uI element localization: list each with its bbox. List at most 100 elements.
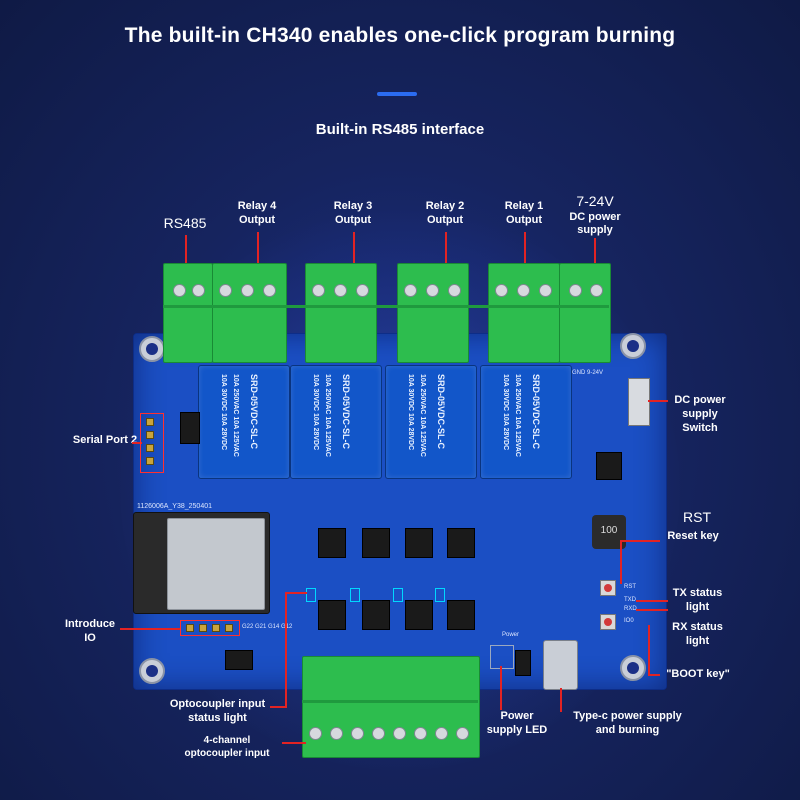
callout-line (620, 540, 622, 584)
accent-bar (377, 92, 417, 96)
terminal-ridge (302, 700, 478, 703)
pin (225, 624, 233, 632)
label-boot-key: "BOOT key" (666, 668, 730, 680)
callout-line (353, 232, 355, 277)
usb-c-port[interactable] (543, 640, 578, 690)
screw-icon (192, 284, 205, 297)
mounting-hole (620, 655, 646, 681)
rs485-chip (180, 412, 200, 444)
label-serial-port: Serial Port 2 (72, 434, 138, 446)
mounting-hole (620, 333, 646, 359)
terminal-relay3 (305, 263, 377, 363)
callout-line (285, 592, 307, 594)
callout-line (270, 706, 287, 708)
silk-io0: IO0 (624, 618, 634, 624)
callout-line (185, 235, 187, 277)
screw-icon (435, 727, 448, 740)
terminal-rs485 (163, 263, 213, 363)
dc-power-switch[interactable] (628, 378, 650, 426)
callout-line (636, 609, 668, 611)
callout-line (257, 232, 259, 277)
screw-icon (309, 727, 322, 740)
screw-icon (569, 284, 582, 297)
callout-line (648, 625, 650, 675)
mounting-hole (139, 336, 165, 362)
pin (146, 418, 154, 426)
optocoupler (447, 528, 475, 558)
terminal-ridge (163, 305, 609, 308)
callout-line (524, 232, 526, 277)
optocoupler (405, 528, 433, 558)
optocoupler (318, 600, 346, 630)
reset-button[interactable] (600, 580, 616, 596)
silk-power: Power (502, 632, 520, 638)
boot-button[interactable] (600, 614, 616, 630)
callout-line (648, 400, 668, 402)
screw-icon (372, 727, 385, 740)
optocoupler (318, 528, 346, 558)
screw-icon (330, 727, 343, 740)
optocoupler (405, 600, 433, 630)
pin (199, 624, 207, 632)
pin (146, 444, 154, 452)
mounting-hole (139, 658, 165, 684)
esp32-shield (167, 518, 265, 610)
screw-icon (312, 284, 325, 297)
page-title: The built-in CH340 enables one-click pro… (124, 24, 676, 47)
optocoupler (362, 600, 390, 630)
io-header (180, 620, 240, 636)
silk-gnd-label: GND 9-24V (572, 370, 604, 376)
terminal-dc-power (559, 263, 611, 363)
serial-port-header (140, 413, 164, 473)
pin (146, 457, 154, 465)
screw-icon (351, 727, 364, 740)
screw-icon (393, 727, 406, 740)
ldo-chip (225, 650, 253, 670)
silk-rst: RST (624, 584, 636, 590)
label-rs485: RS485 (163, 215, 207, 231)
relay-2: SRD-05VDC-SL-C 10A 250VAC 10A 125VAC 10A… (385, 365, 477, 479)
diode (515, 650, 531, 676)
terminal-optocoupler-input (302, 656, 480, 758)
terminal-relay2 (397, 263, 469, 363)
regulator-chip (596, 452, 622, 480)
pin (212, 624, 220, 632)
screw-icon (263, 284, 276, 297)
callout-line (560, 688, 562, 712)
screw-icon (334, 284, 347, 297)
label-rst: RST (683, 509, 711, 525)
optocoupler (447, 600, 475, 630)
callout-line (620, 540, 660, 542)
screw-icon (448, 284, 461, 297)
relay-1: SRD-05VDC-SL-C 10A 250VAC 10A 125VAC 10A… (480, 365, 572, 479)
label-reset-key: Reset key (667, 530, 719, 542)
terminal-relay1 (488, 263, 560, 363)
opto-led (306, 588, 316, 602)
relay-3: SRD-05VDC-SL-C 10A 250VAC 10A 125VAC 10A… (290, 365, 382, 479)
optocoupler (362, 528, 390, 558)
silk-serial: 1126006A_Y38_250401 (137, 503, 213, 510)
relay-4: SRD-05VDC-SL-C 10A 250VAC 10A 125VAC 10A… (198, 365, 290, 479)
silk-txd: TXD (624, 597, 636, 603)
opto-led (393, 588, 403, 602)
silk-rxd: RXD (624, 606, 637, 612)
screw-icon (456, 727, 469, 740)
power-led (490, 645, 514, 669)
screw-icon (495, 284, 508, 297)
callout-line (285, 592, 287, 708)
pin (186, 624, 194, 632)
screw-icon (426, 284, 439, 297)
screw-icon (356, 284, 369, 297)
screw-icon (219, 284, 232, 297)
